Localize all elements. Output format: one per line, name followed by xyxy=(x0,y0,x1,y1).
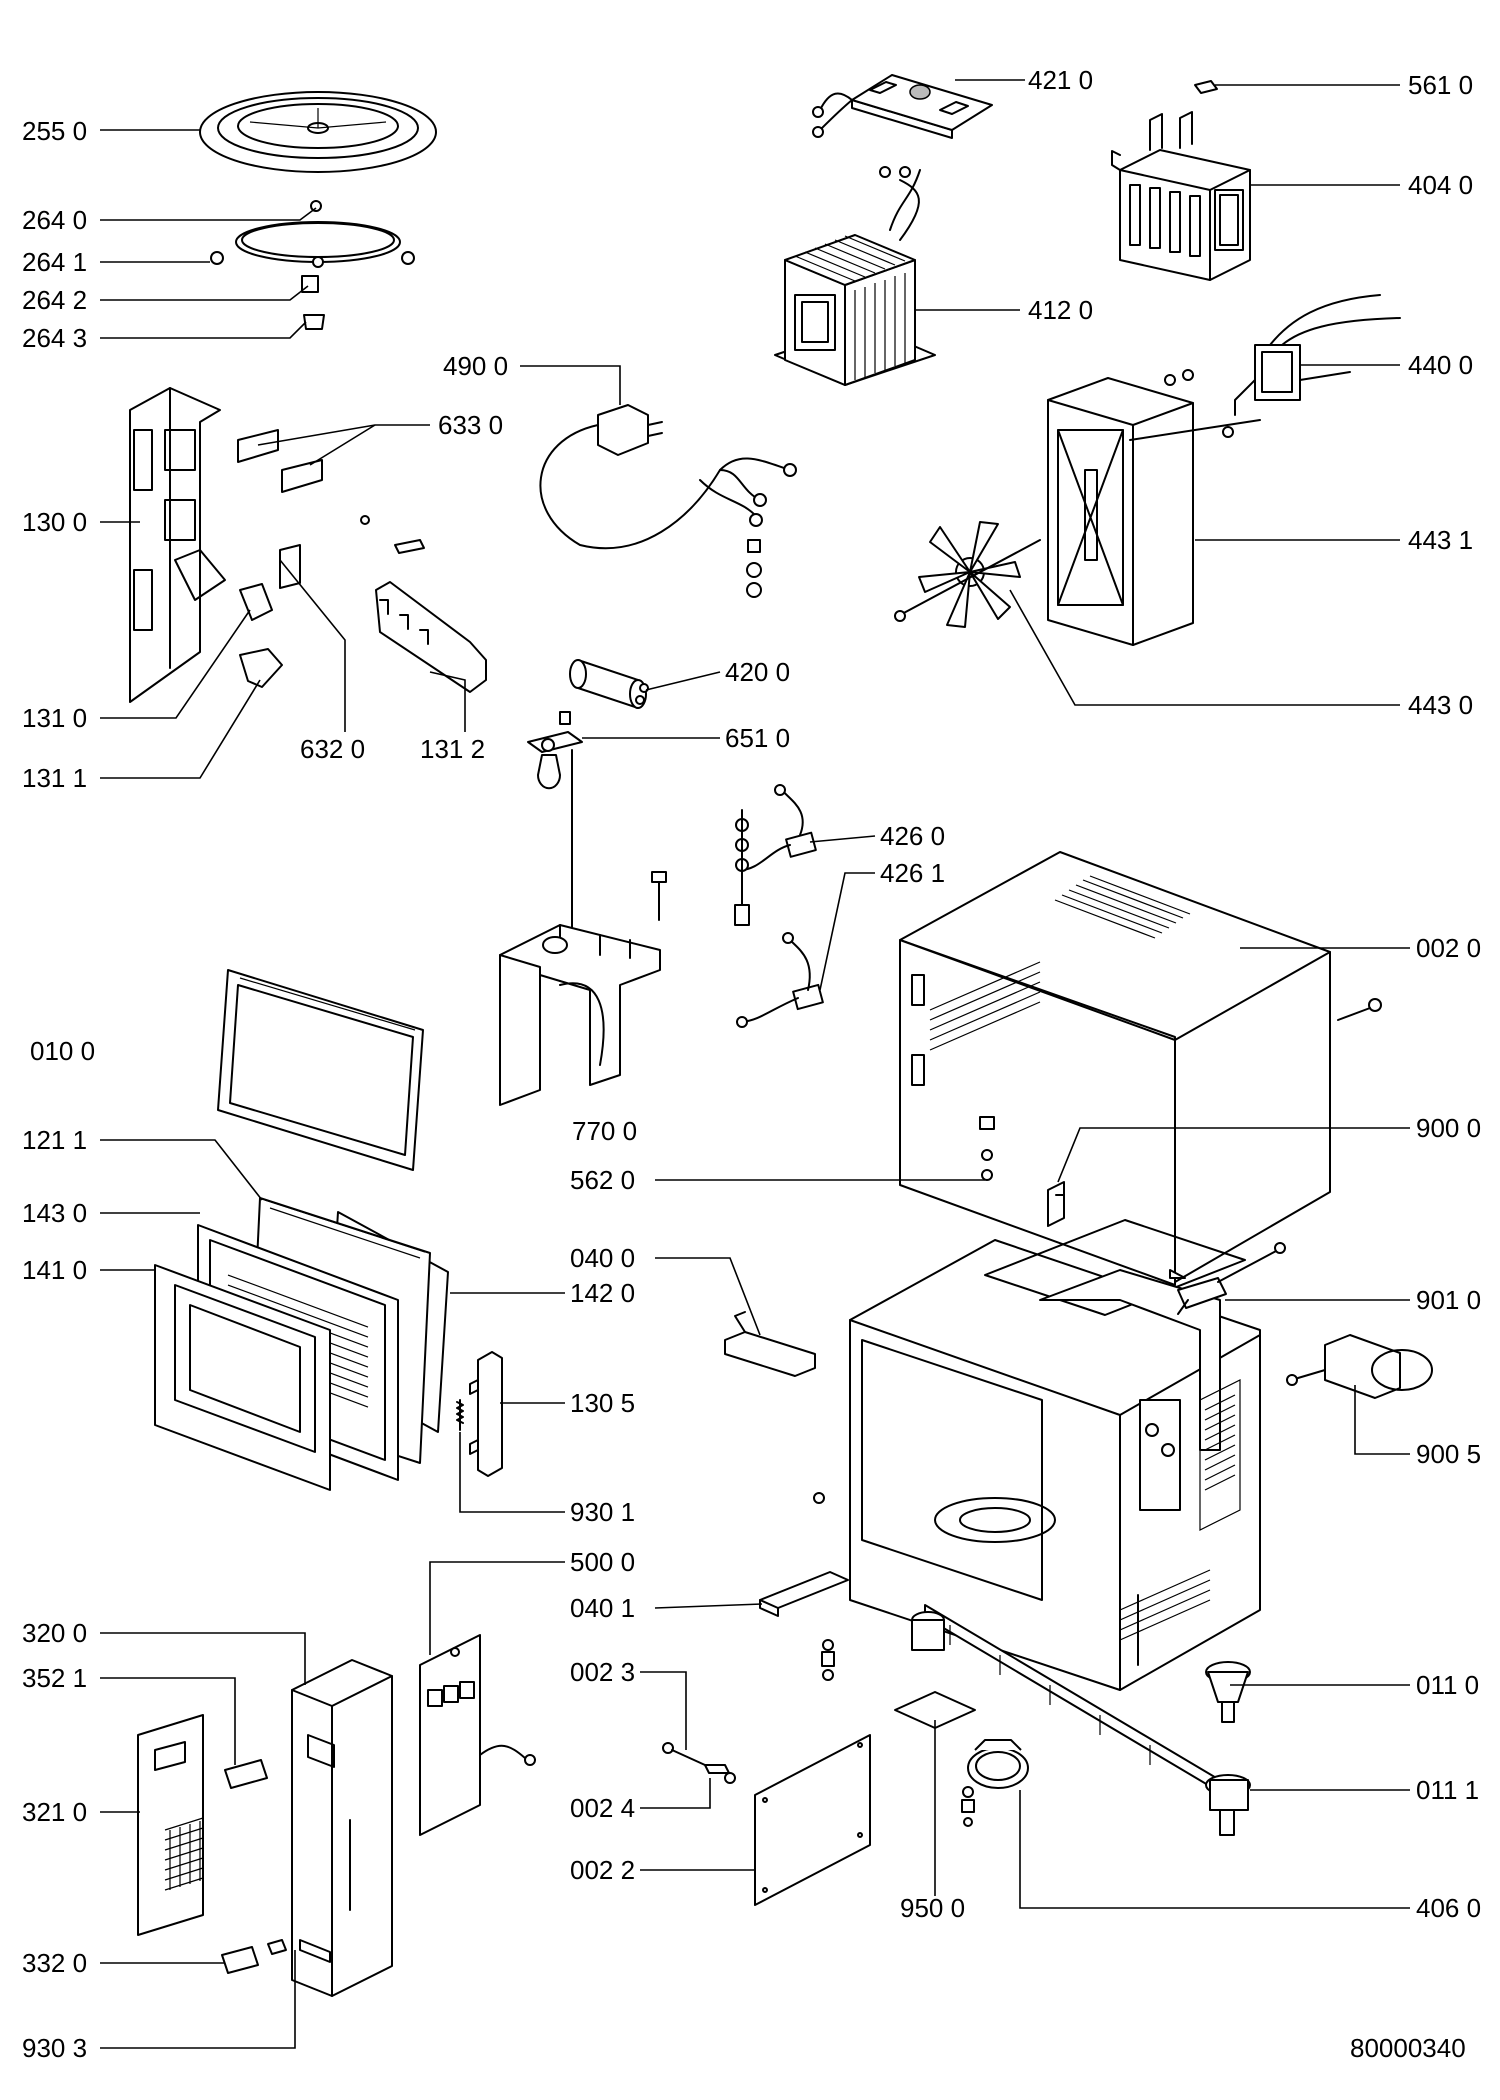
push-buttons xyxy=(221,1759,287,1974)
bracket-bottom xyxy=(759,1571,849,1681)
label-264-1: 264 1 xyxy=(22,247,87,277)
label-561-0: 561 0 xyxy=(1408,70,1473,100)
label-930-3: 930 3 xyxy=(22,2033,87,2063)
label-264-2: 264 2 xyxy=(22,285,87,315)
label-040-1: 040 1 xyxy=(570,1593,635,1623)
label-002-4: 002 4 xyxy=(570,1793,635,1823)
ground-cable xyxy=(662,1742,736,1784)
label-332-0: 332 0 xyxy=(22,1948,87,1978)
label-950-0: 950 0 xyxy=(900,1893,965,1923)
label-930-1: 930 1 xyxy=(570,1497,635,1527)
drawing-number: 80000340 xyxy=(1350,2033,1466,2063)
label-011-1: 011 1 xyxy=(1416,1775,1479,1805)
fan-blade xyxy=(894,521,1041,628)
power-board xyxy=(812,74,993,139)
label-002-0: 002 0 xyxy=(1416,933,1481,963)
turntable-motor xyxy=(961,1739,1029,1827)
label-130-0: 130 0 xyxy=(22,507,87,537)
thermal-fuses xyxy=(734,784,824,1028)
label-900-0: 900 0 xyxy=(1416,1113,1481,1143)
roller-ring xyxy=(210,200,415,330)
label-421-0: 421 0 xyxy=(1028,65,1093,95)
power-cord xyxy=(539,404,797,598)
control-board xyxy=(419,1634,536,1836)
fan-duct xyxy=(1047,369,1261,646)
label-131-0: 131 0 xyxy=(22,703,87,733)
label-562-0: 562 0 xyxy=(570,1165,635,1195)
label-443-0: 443 0 xyxy=(1408,690,1473,720)
label-633-0: 633 0 xyxy=(438,410,503,440)
fuse-holder xyxy=(1177,1242,1286,1315)
cabinet-clip xyxy=(1047,1181,1065,1227)
label-121-1: 121 1 xyxy=(22,1125,87,1155)
label-426-0: 426 0 xyxy=(880,821,945,851)
transformer xyxy=(774,166,936,386)
label-770-0: 770 0 xyxy=(572,1116,637,1146)
label-264-0: 264 0 xyxy=(22,205,87,235)
label-490-0: 490 0 xyxy=(443,351,508,381)
magnetron xyxy=(1111,80,1251,281)
label-264-3: 264 3 xyxy=(22,323,87,353)
label-426-1: 426 1 xyxy=(880,858,945,888)
side-bracket xyxy=(1286,1334,1433,1399)
label-143-0: 143 0 xyxy=(22,1198,87,1228)
label-010-0: 010 0 xyxy=(30,1036,95,1066)
hv-capacitor xyxy=(569,659,649,709)
base-rail xyxy=(911,1604,1251,1836)
label-011-0: 011 0 xyxy=(1416,1670,1479,1700)
label-443-1: 443 1 xyxy=(1408,525,1473,555)
label-412-0: 412 0 xyxy=(1028,295,1093,325)
label-420-0: 420 0 xyxy=(725,657,790,687)
label-131-1: 131 1 xyxy=(22,763,87,793)
label-131-2: 131 2 xyxy=(420,734,485,764)
label-404-0: 404 0 xyxy=(1408,170,1473,200)
label-440-0: 440 0 xyxy=(1408,350,1473,380)
label-002-2: 002 2 xyxy=(570,1855,635,1885)
door-hook xyxy=(456,1351,503,1477)
control-panel xyxy=(291,1659,393,1997)
bottom-plate xyxy=(754,1734,871,1906)
label-002-3: 002 3 xyxy=(570,1657,635,1687)
cabinet-screws xyxy=(979,998,1382,1181)
oven-cavity xyxy=(813,1219,1261,1691)
door-choke-frame xyxy=(217,969,424,1171)
label-320-0: 320 0 xyxy=(22,1618,87,1648)
label-352-1: 352 1 xyxy=(22,1663,87,1693)
bracket-top xyxy=(724,1311,816,1377)
label-900-5: 900 5 xyxy=(1416,1439,1481,1469)
screw xyxy=(651,871,667,921)
label-141-0: 141 0 xyxy=(22,1255,87,1285)
fan-motor xyxy=(1234,294,1401,416)
oven-lamp xyxy=(527,711,583,931)
waveguide xyxy=(499,924,661,1106)
label-142-0: 142 0 xyxy=(570,1278,635,1308)
door-assembly xyxy=(154,1197,449,1491)
label-500-0: 500 0 xyxy=(570,1547,635,1577)
label-651-0: 651 0 xyxy=(725,723,790,753)
outer-cabinet xyxy=(899,851,1331,1286)
label-040-0: 040 0 xyxy=(570,1243,635,1273)
panel-cover xyxy=(137,1714,204,1936)
stirrer-cover xyxy=(894,1691,976,1729)
part-labels: 255 0 264 0 264 1 264 2 264 3 130 0 131 … xyxy=(22,65,1481,2063)
label-901-0: 901 0 xyxy=(1416,1285,1481,1315)
label-632-0: 632 0 xyxy=(300,734,365,764)
door-latch-assembly xyxy=(129,387,487,703)
label-130-5: 130 5 xyxy=(570,1388,635,1418)
label-406-0: 406 0 xyxy=(1416,1893,1481,1923)
turntable-plate xyxy=(199,91,437,173)
label-321-0: 321 0 xyxy=(22,1797,87,1827)
label-255-0: 255 0 xyxy=(22,116,87,146)
leader-lines xyxy=(100,79,1410,2049)
